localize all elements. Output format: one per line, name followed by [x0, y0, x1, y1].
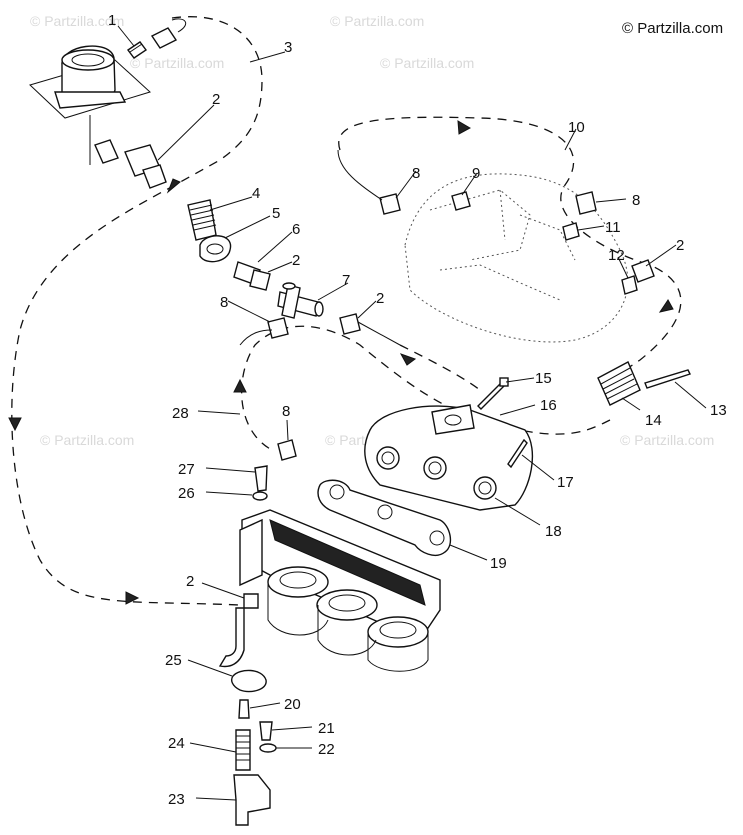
- fitting-8d: [277, 439, 297, 461]
- lower-hose: [218, 607, 245, 668]
- callout-8: 8: [632, 192, 640, 209]
- spring-4: [187, 199, 217, 241]
- engine-outline-ghost: [404, 173, 629, 343]
- callout-3: 3: [284, 39, 292, 56]
- callout-20: 20: [284, 696, 301, 713]
- callout-11: 11: [605, 219, 621, 236]
- callout-2: 2: [376, 290, 384, 307]
- sensor-20: [238, 699, 250, 719]
- washer-26: [252, 491, 268, 501]
- flow-arrows: [8, 120, 674, 605]
- screw-27: [254, 465, 268, 492]
- copyright-notice: © Partzilla.com: [622, 20, 723, 37]
- watermark-mid-right: © Partzilla.com: [620, 432, 714, 448]
- callout-9: 9: [472, 165, 480, 182]
- hose-clamp-2e: [631, 259, 655, 283]
- bolt-15: [477, 377, 509, 410]
- callout-2: 2: [292, 252, 300, 269]
- washer-22: [259, 743, 277, 753]
- watermark-upper-center: © Partzilla.com: [380, 55, 474, 71]
- callout-7: 7: [342, 272, 350, 289]
- hose-clamp-2f: [243, 593, 259, 609]
- hose-clamp-2c: [249, 269, 271, 291]
- callout-16: 16: [540, 397, 557, 414]
- callout-2: 2: [186, 573, 194, 590]
- callout-5: 5: [272, 205, 280, 222]
- hose-clamp-2a: [150, 27, 178, 49]
- fitting-11: [562, 222, 580, 241]
- tee-fitting-7: [277, 282, 324, 319]
- callout-23: 23: [168, 791, 185, 808]
- callout-15: 15: [535, 370, 552, 387]
- callout-26: 26: [178, 485, 195, 502]
- callout-22: 22: [318, 741, 335, 758]
- callout-13: 13: [710, 402, 727, 419]
- fitting-8b: [379, 193, 401, 215]
- callout-2: 2: [676, 237, 684, 254]
- leader-lines: [117, 25, 707, 801]
- watermark-upper: © Partzilla.com: [130, 55, 224, 71]
- bolt-17: [507, 438, 528, 469]
- callout-4: 4: [252, 185, 260, 202]
- callout-14: 14: [645, 412, 662, 429]
- callout-8: 8: [282, 403, 290, 420]
- hose-clamp-2d: [339, 313, 361, 335]
- spring-14: [597, 361, 641, 406]
- fitting-9: [451, 191, 471, 211]
- hose-clamps-left: [94, 139, 167, 189]
- watermark-mid-left: © Partzilla.com: [40, 432, 134, 448]
- callout-27: 27: [178, 461, 195, 478]
- fitting-8a: [267, 317, 289, 339]
- screw-21: [259, 721, 273, 741]
- callout-25: 25: [165, 652, 182, 669]
- callout-numbers: 1 2 3 4 5 6 2 7 8 2 10 8 9 8 11 12 2 15 …: [108, 12, 727, 808]
- callout-19: 19: [490, 555, 507, 572]
- callout-2: 2: [212, 91, 220, 108]
- callout-8: 8: [412, 165, 420, 182]
- callout-18: 18: [545, 523, 562, 540]
- callout-28: 28: [172, 405, 189, 422]
- housing-23: [233, 774, 271, 826]
- cable-tie-13: [644, 369, 691, 389]
- cylinder-head-assembly: [239, 509, 441, 672]
- fitting-8c: [575, 191, 597, 215]
- fitting-1: [126, 41, 148, 59]
- callout-12: 12: [608, 247, 625, 264]
- hose-segment: [171, 18, 187, 33]
- callout-8: 8: [220, 294, 228, 311]
- callout-21: 21: [318, 720, 335, 737]
- gasket-19: [317, 479, 452, 556]
- hose-routing-lines: [11, 16, 682, 606]
- callout-17: 17: [557, 474, 574, 491]
- callout-1: 1: [108, 12, 116, 29]
- callout-10: 10: [568, 119, 585, 136]
- gasket-25: [231, 669, 267, 693]
- gasket-5: [199, 235, 232, 263]
- watermark-top-left: © Partzilla.com: [30, 13, 124, 29]
- fitting-12: [621, 275, 638, 295]
- callout-6: 6: [292, 221, 300, 238]
- callout-24: 24: [168, 735, 185, 752]
- exhaust-manifold-16: [364, 404, 533, 511]
- water-pump-housing: [29, 45, 151, 165]
- watermark-top-center: © Partzilla.com: [330, 13, 424, 29]
